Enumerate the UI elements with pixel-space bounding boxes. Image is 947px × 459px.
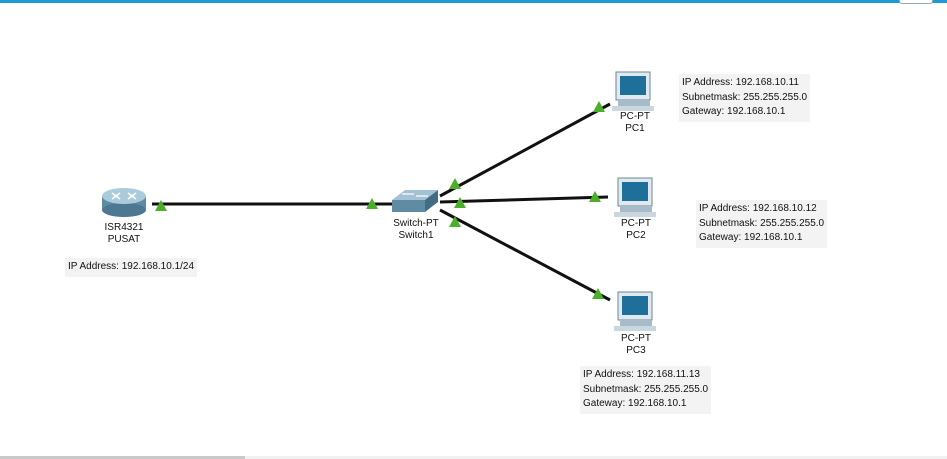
- pc1-note-ip: IP Address: 192.168.10.11: [682, 77, 799, 88]
- pc3-name: PC3: [626, 345, 646, 356]
- switch-label: Switch-PT Switch1: [376, 218, 456, 242]
- pc1-name: PC1: [625, 123, 645, 134]
- pc2-note-ip: IP Address: 192.168.10.12: [699, 203, 817, 214]
- pc2-model: PC-PT: [621, 218, 651, 229]
- port-up-indicator: [449, 216, 461, 227]
- pc2-note[interactable]: IP Address: 192.168.10.12 Subnetmask: 25…: [696, 200, 828, 248]
- port-up-indicator: [449, 178, 461, 189]
- pc-icon[interactable]: [614, 177, 656, 217]
- pc-icon[interactable]: [614, 291, 656, 331]
- router-icon[interactable]: [102, 188, 146, 217]
- pc1-model: PC-PT: [620, 111, 650, 122]
- router-label: ISR4321 PUSAT: [84, 222, 164, 246]
- pc3-note-gateway: Gateway: 192.168.10.1: [583, 398, 687, 409]
- pc-icon[interactable]: [612, 71, 654, 111]
- port-up-indicator: [155, 200, 167, 211]
- switch-name: Switch1: [398, 230, 434, 241]
- pc2-note-mask: Subnetmask: 255.255.255.0: [699, 217, 825, 229]
- port-up-indicator: [454, 197, 466, 208]
- pc3-note[interactable]: IP Address: 192.168.11.13 Subnetmask: 25…: [580, 366, 712, 414]
- pc1-note-gateway: Gateway: 192.168.10.1: [682, 106, 786, 117]
- switch-model: Switch-PT: [393, 218, 439, 229]
- pc3-label: PC-PT PC3: [596, 333, 676, 357]
- router-model: ISR4321: [104, 222, 144, 233]
- pc3-model: PC-PT: [621, 333, 651, 344]
- port-up-indicator: [589, 191, 601, 202]
- link-switch-pc1[interactable]: [439, 102, 611, 198]
- port-up-indicator: [366, 198, 378, 209]
- switch-icon[interactable]: [392, 190, 438, 212]
- pc3-note-mask: Subnetmask: 255.255.255.0: [583, 383, 709, 395]
- pc3-note-ip: IP Address: 192.168.11.13: [583, 369, 700, 380]
- scrollbar-thumb[interactable]: [0, 456, 245, 459]
- port-up-indicator: [592, 288, 604, 299]
- router-note-ip: IP Address: 192.168.10.1/24: [68, 261, 195, 272]
- horizontal-scrollbar[interactable]: [0, 456, 947, 459]
- router-note[interactable]: IP Address: 192.168.10.1/24: [65, 258, 198, 277]
- pc2-note-gateway: Gateway: 192.168.10.1: [699, 232, 803, 243]
- top-accent-bar: [0, 0, 947, 4]
- port-up-indicator: [593, 101, 605, 112]
- pc2-name: PC2: [626, 230, 646, 241]
- window-control-tab[interactable]: [899, 0, 933, 4]
- router-name: PUSAT: [107, 234, 141, 245]
- pc1-label: PC-PT PC1: [595, 111, 675, 135]
- link-switch-pc2[interactable]: [439, 195, 609, 204]
- pc1-note[interactable]: IP Address: 192.168.10.11 Subnetmask: 25…: [679, 74, 811, 122]
- link-switch-pc3[interactable]: [439, 208, 611, 302]
- pc2-label: PC-PT PC2: [596, 218, 676, 242]
- pc1-note-mask: Subnetmask: 255.255.255.0: [682, 91, 808, 103]
